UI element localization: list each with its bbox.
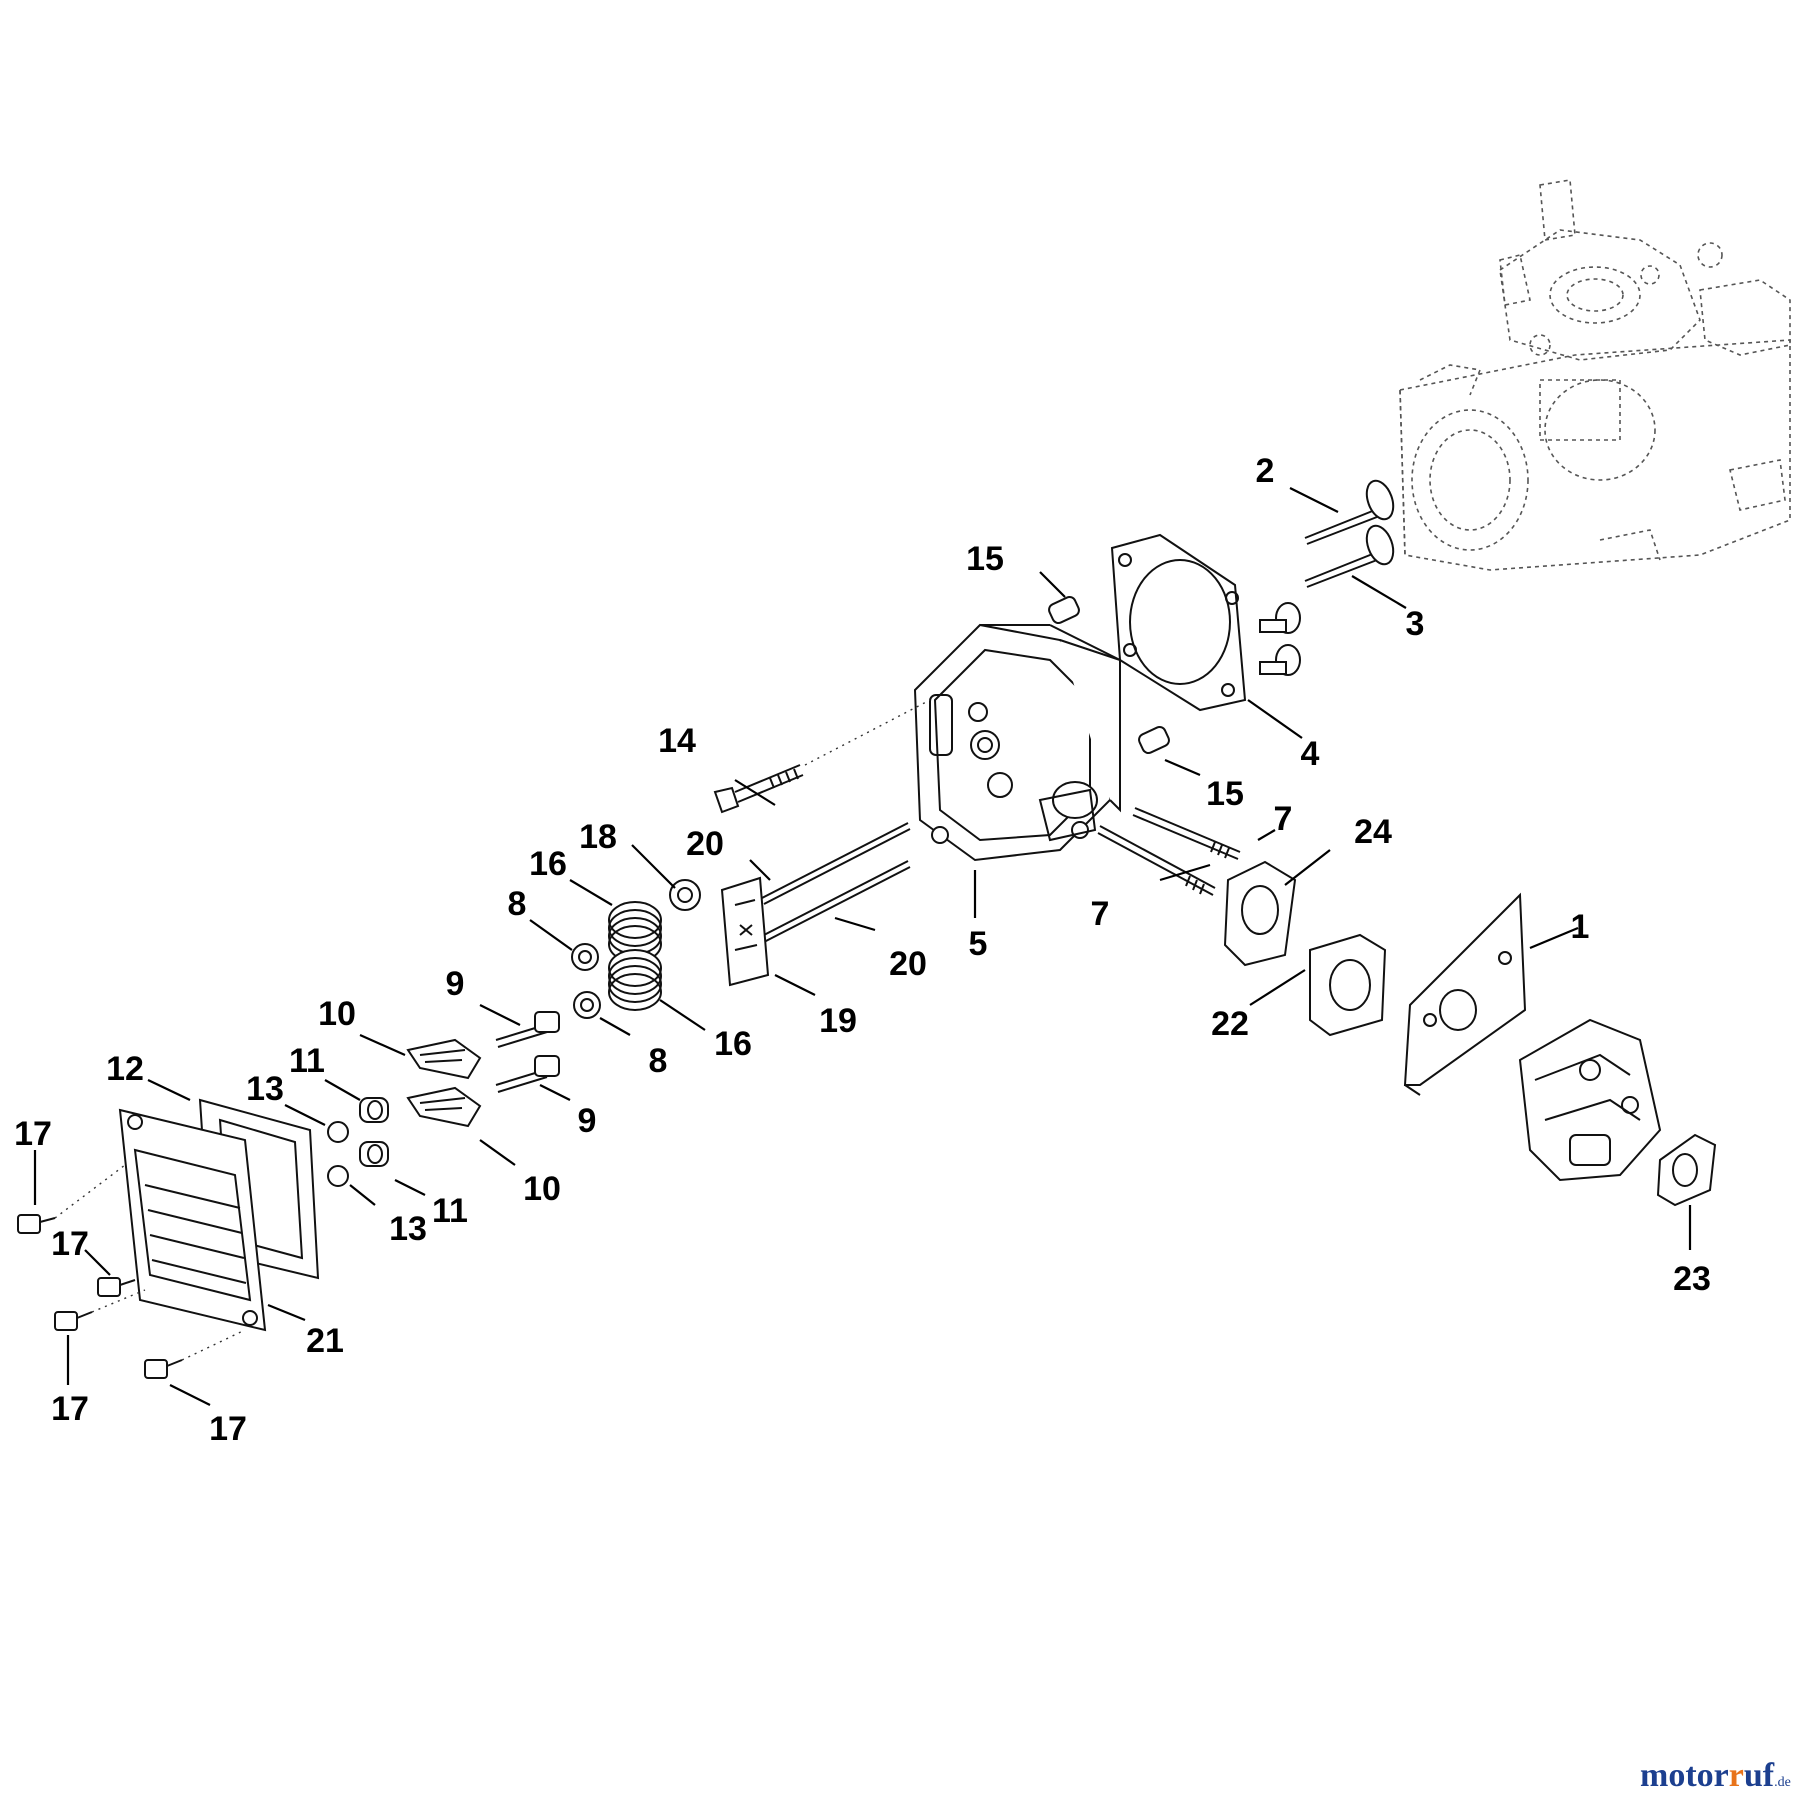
callout-13-lower: 13 [389, 1210, 427, 1248]
cylinder-head [913, 623, 1121, 862]
spring-retainer-lower [573, 991, 601, 1019]
callout-9-lower: 9 [578, 1102, 597, 1140]
callout-17-d: 17 [209, 1410, 247, 1448]
callout-16-lower: 16 [714, 1025, 752, 1063]
valve-spring-lower [608, 949, 662, 1011]
callout-16-upper: 16 [529, 845, 567, 883]
intake-gasket [1223, 860, 1297, 967]
carburetor-insulator [1309, 933, 1387, 1037]
callout-13-upper: 13 [246, 1070, 284, 1108]
rocker-arm-upper [406, 1038, 482, 1080]
callout-11-lower: 11 [432, 1192, 468, 1230]
cover-bolt-1 [17, 1164, 126, 1234]
callout-5: 5 [969, 925, 988, 963]
callout-8-lower: 8 [649, 1042, 668, 1080]
callout-14: 14 [658, 722, 696, 760]
cover-bolt-2 [97, 1277, 136, 1297]
valve-seal-upper [1259, 602, 1301, 634]
callout-1: 1 [1571, 908, 1590, 946]
rocker-nut [669, 879, 701, 911]
push-rod-upper [761, 822, 911, 905]
head-bolt [713, 699, 931, 814]
guide-pin-lower [1138, 725, 1170, 755]
callout-20-upper: 20 [686, 825, 724, 863]
callout-17-a: 17 [14, 1115, 52, 1153]
callout-9-upper: 9 [446, 965, 465, 1003]
rocker-cover [118, 1108, 267, 1332]
carburetor [1518, 1018, 1662, 1182]
heat-shield-plate [1403, 892, 1527, 1096]
exhaust-valve [1304, 479, 1395, 545]
callout-11-upper: 11 [289, 1042, 325, 1080]
push-rod-guide-plate [720, 876, 770, 987]
logo-text-a: motor [1640, 1757, 1729, 1794]
guide-pin-upper [1048, 595, 1080, 625]
rocker-arm-lower [406, 1086, 482, 1128]
rocker-pivot-lower [495, 1055, 560, 1093]
stud-upper [1132, 807, 1241, 860]
spring-retainer-upper [571, 943, 599, 971]
callout-15-upper: 15 [966, 540, 1004, 578]
carburetor-gasket [1656, 1133, 1717, 1207]
lock-nut-lower [327, 1165, 349, 1187]
cylinder-head-gasket [1110, 533, 1247, 712]
intake-valve [1304, 524, 1395, 588]
motoruf-logo: motorruf.de [1640, 1757, 1791, 1794]
callout-8-upper: 8 [508, 885, 527, 923]
callout-24: 24 [1354, 813, 1392, 851]
logo-text-tld: .de [1774, 1775, 1791, 1790]
callout-4: 4 [1301, 735, 1320, 773]
callout-7-lower: 7 [1091, 895, 1110, 933]
callout-10-upper: 10 [318, 995, 356, 1033]
callout-17-b: 17 [51, 1225, 89, 1263]
push-rod-lower [761, 860, 911, 943]
callout-7-upper: 7 [1274, 800, 1293, 838]
callout-17-c: 17 [51, 1390, 89, 1428]
callout-22: 22 [1211, 1005, 1249, 1043]
callout-20-lower: 20 [889, 945, 927, 983]
callout-labels: 1 2 3 4 5 7 7 8 8 9 9 10 10 11 11 12 13 … [14, 452, 1711, 1448]
callout-18: 18 [579, 818, 617, 856]
leader-lines [33, 487, 1692, 1406]
engine-block-drawing [1399, 179, 1791, 571]
callout-19: 19 [819, 1002, 857, 1040]
lock-nut-upper [327, 1121, 349, 1143]
cover-bolt-4 [144, 1329, 246, 1379]
callout-23: 23 [1673, 1260, 1711, 1298]
callout-10-lower: 10 [523, 1170, 561, 1208]
callout-15-lower: 15 [1206, 775, 1244, 813]
adjusting-nut-upper [359, 1097, 389, 1123]
adjusting-nut-lower [359, 1141, 389, 1167]
logo-text-b: uf [1744, 1757, 1775, 1794]
valve-seal-lower [1259, 644, 1301, 676]
callout-2: 2 [1256, 452, 1275, 490]
logo-text-r: r [1729, 1757, 1744, 1794]
callout-3: 3 [1406, 605, 1425, 643]
rocker-pivot-upper [495, 1011, 560, 1048]
cover-bolt-3 [54, 1289, 146, 1331]
callout-21: 21 [306, 1322, 344, 1360]
stud-lower [1097, 825, 1216, 896]
callout-12: 12 [106, 1050, 144, 1088]
svg-text:motorruf.de: motorruf.de [1640, 1757, 1791, 1794]
